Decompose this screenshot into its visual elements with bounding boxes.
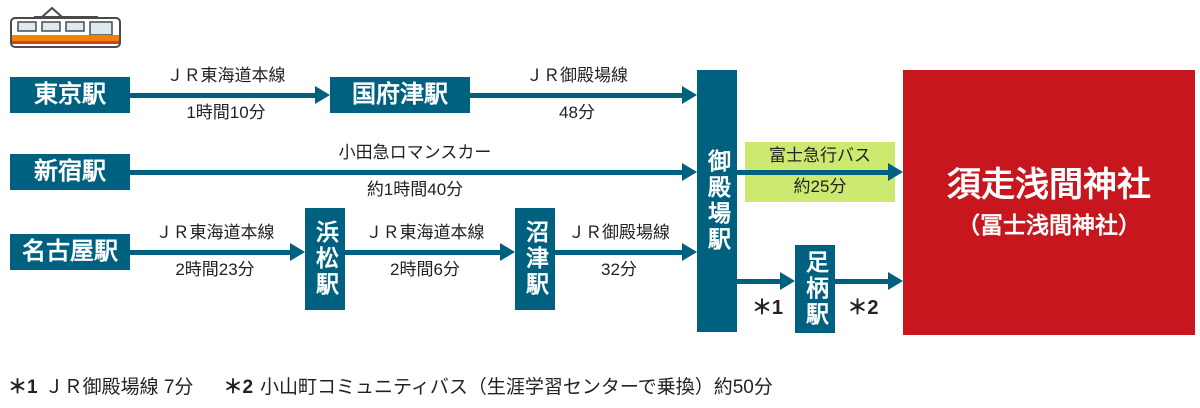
station-box-gotemba: 御殿場駅 bbox=[697, 70, 737, 332]
train-icon bbox=[10, 6, 121, 48]
line-name: 小田急ロマンスカー bbox=[338, 143, 492, 162]
travel-time: 32分 bbox=[601, 260, 637, 280]
station-box-shinjuku: 新宿駅 bbox=[10, 154, 130, 190]
line-name: ＪＲ御殿場線 bbox=[526, 66, 628, 85]
arrow-numazu-gotemba bbox=[555, 249, 682, 255]
station-box-kozu: 国府津駅 bbox=[330, 77, 470, 113]
arrow-hamamatsu-numazu bbox=[345, 249, 500, 255]
arrow-kozu-gotemba bbox=[470, 92, 682, 98]
marker-star1: ＊1 bbox=[751, 297, 784, 319]
destination-subname: （冨士浅間神社） bbox=[957, 212, 1141, 238]
line-name: ＪＲ東海道本線 bbox=[365, 223, 485, 242]
station-box-tokyo: 東京駅 bbox=[10, 77, 130, 113]
travel-time: 約1時間40分 bbox=[366, 180, 464, 200]
footnote-text: ＪＲ御殿場線 7分 bbox=[44, 377, 194, 398]
travel-time: 48分 bbox=[559, 103, 595, 123]
segment-label-nagoya-hamamatsu: ＪＲ東海道本線 2時間23分 bbox=[130, 223, 300, 280]
travel-time: 約25分 bbox=[793, 177, 847, 197]
footnote-marker: ＊2 bbox=[223, 377, 254, 398]
segment-label-tokyo-kozu: ＪＲ東海道本線 1時間10分 bbox=[133, 66, 319, 123]
arrow-shinjuku-gotemba bbox=[130, 169, 682, 175]
station-box-hamamatsu: 浜松駅 bbox=[305, 208, 345, 310]
footnote-text: 小山町コミュニティバス（生涯学習センターで乗換）約50分 bbox=[260, 377, 773, 398]
marker-star2: ＊2 bbox=[847, 297, 879, 319]
destination-box: 須走浅間神社 （冨士浅間神社） bbox=[903, 70, 1195, 335]
arrow-gotemba-shrine-bus bbox=[737, 169, 888, 175]
arrow-nagoya-hamamatsu bbox=[130, 249, 290, 255]
station-box-ashigara: 足柄駅 bbox=[795, 245, 835, 333]
line-name: ＪＲ東海道本線 bbox=[166, 66, 286, 85]
line-name: ＪＲ東海道本線 bbox=[155, 223, 275, 242]
segment-label-fujikyu-bus: 富士急行バス 約25分 bbox=[745, 146, 895, 197]
travel-time: 2時間6分 bbox=[390, 260, 460, 280]
arrow-ashigara-shrine bbox=[835, 278, 888, 284]
segment-label-hamamatsu-numazu: ＪＲ東海道本線 2時間6分 bbox=[345, 223, 505, 280]
travel-time: 2時間23分 bbox=[175, 260, 255, 280]
line-name: ＪＲ御殿場線 bbox=[568, 223, 670, 242]
line-name: 富士急行バス bbox=[769, 146, 871, 165]
footnotes: ＊1 ＪＲ御殿場線 7分 ＊2 小山町コミュニティバス（生涯学習センターで乗換）… bbox=[8, 372, 773, 399]
segment-label-kozu-gotemba: ＪＲ御殿場線 48分 bbox=[472, 66, 682, 123]
travel-time: 1時間10分 bbox=[186, 103, 266, 123]
destination-name: 須走浅間神社 bbox=[947, 166, 1151, 204]
arrow-gotemba-ashigara bbox=[737, 278, 780, 284]
segment-label-numazu-gotemba: ＪＲ御殿場線 32分 bbox=[551, 223, 687, 280]
station-box-nagoya: 名古屋駅 bbox=[10, 234, 130, 270]
segment-label-shinjuku-gotemba: 小田急ロマンスカー 約1時間40分 bbox=[150, 143, 680, 200]
footnote-marker: ＊1 bbox=[8, 377, 38, 398]
arrow-tokyo-kozu bbox=[130, 92, 315, 98]
station-box-numazu: 沼津駅 bbox=[515, 208, 555, 310]
